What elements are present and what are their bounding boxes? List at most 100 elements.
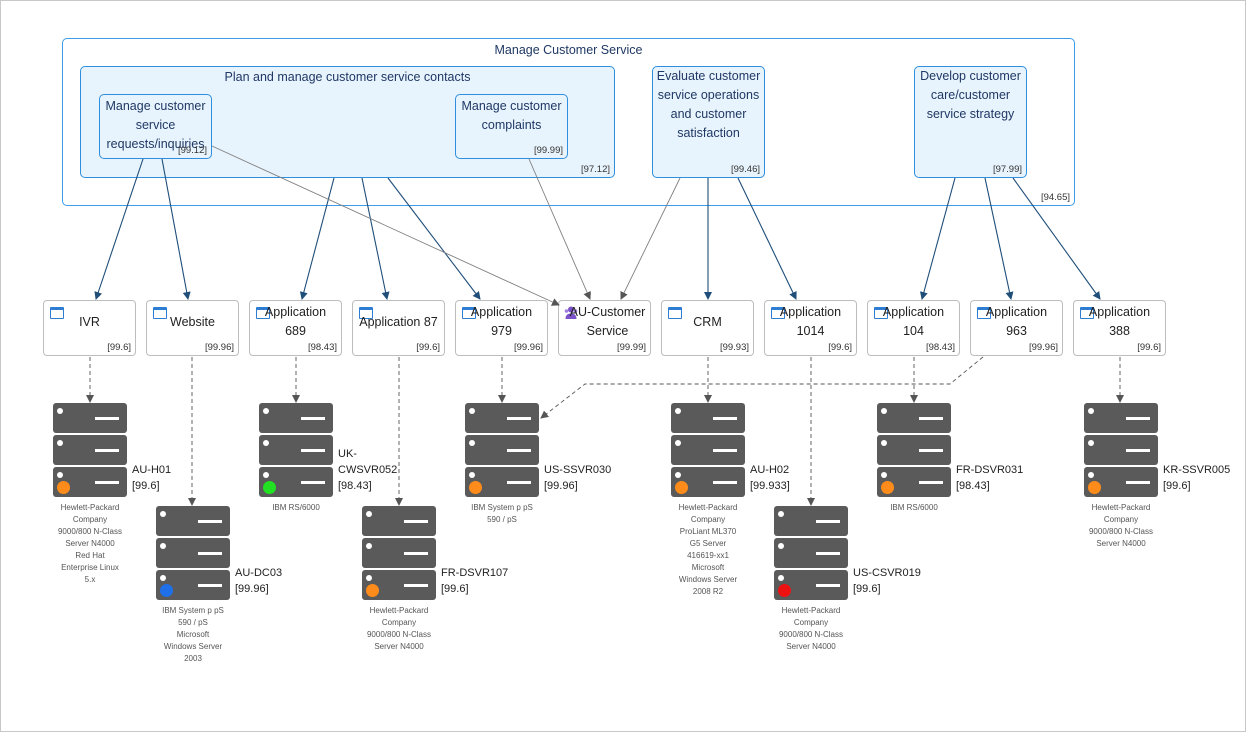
capability-manage-complaints[interactable]: Manage customer complaints [99.99]: [455, 94, 568, 159]
server-score: [99.6]: [441, 583, 469, 595]
server-description-line: Hewlett-Packard: [1091, 503, 1151, 512]
app-name: Application 388: [1088, 305, 1151, 338]
server-label: KR-SSVR005[99.6]: [1163, 462, 1230, 494]
server-description-line: Red Hat: [75, 551, 105, 560]
app-score: [99.6]: [416, 342, 440, 353]
server-name: US-CSVR019: [853, 567, 921, 579]
capability-title: Plan and manage customer service contact…: [224, 70, 471, 84]
window-icon: [1080, 307, 1094, 319]
server-description: IBM RS/6000: [869, 502, 959, 514]
server-description-line: ProLiant ML370: [679, 527, 737, 536]
app-application-388[interactable]: Application 388 [99.6]: [1073, 300, 1166, 356]
server-name: AU-DC03: [235, 567, 283, 579]
server-description-line: 5.x: [84, 575, 96, 584]
server-label: US-SSVR030[99.96]: [544, 462, 611, 494]
app-application-104[interactable]: Application 104 [98.43]: [867, 300, 960, 356]
app-application-963[interactable]: Application 963 [99.96]: [970, 300, 1063, 356]
server-unit: [774, 506, 848, 536]
capability-score: [99.12]: [177, 145, 207, 156]
status-indicator: [469, 481, 482, 494]
server-description-line: 9000/800 N-Class: [1088, 527, 1154, 536]
server-description-line: Hewlett-Packard: [369, 606, 429, 615]
server-description-line: Microsoft: [691, 563, 725, 572]
server-description-line: Windows Server: [678, 575, 738, 584]
capability-score: [94.65]: [1040, 192, 1070, 203]
capability-score: [97.99]: [992, 164, 1022, 175]
server-description-line: IBM RS/6000: [272, 503, 320, 512]
app-website[interactable]: Website [99.96]: [146, 300, 239, 356]
window-icon: [668, 307, 682, 319]
app-name: Application 963: [985, 305, 1048, 338]
server-description-line: Microsoft: [176, 630, 210, 639]
status-indicator: [366, 584, 379, 597]
window-icon: [359, 307, 373, 319]
server-unit: [53, 467, 127, 497]
capability-title: Manage Customer Service: [494, 43, 643, 57]
server-unit: [465, 435, 539, 465]
app-score: [98.43]: [925, 342, 955, 353]
window-icon: [153, 307, 167, 319]
app-crm[interactable]: CRM [99.93]: [661, 300, 754, 356]
server-unit: [1084, 435, 1158, 465]
server-unit: [362, 506, 436, 536]
app-application-1014[interactable]: Application 1014 [99.6]: [764, 300, 857, 356]
app-name: Application 87: [359, 314, 438, 329]
server-unit: [671, 435, 745, 465]
server-unit: [259, 403, 333, 433]
server-label: AU-H01[99.6]: [132, 462, 171, 494]
app-ivr[interactable]: IVR [99.6]: [43, 300, 136, 356]
server-unit: [1084, 467, 1158, 497]
capability-score: [99.46]: [730, 164, 760, 175]
server-unit: [156, 570, 230, 600]
server-description-line: Hewlett-Packard: [781, 606, 841, 615]
server-description-line: Windows Server: [163, 642, 223, 651]
app-name: Application 104: [882, 305, 945, 338]
window-icon: [977, 307, 991, 319]
server-unit: [156, 506, 230, 536]
server-description-line: G5 Server: [689, 539, 727, 548]
server-unit: [259, 467, 333, 497]
app-score: [99.6]: [1137, 342, 1161, 353]
capability-develop-strategy[interactable]: Develop customer care/customer service s…: [914, 66, 1027, 178]
capability-title: Manage customer complaints: [461, 99, 562, 132]
server-unit: [362, 538, 436, 568]
server-unit: [156, 538, 230, 568]
server-name: AU-H02: [750, 464, 790, 476]
app-name: Application 979: [470, 305, 533, 338]
server-description-line: Enterprise Linux: [61, 563, 119, 572]
app-au-customer-service[interactable]: AU-Customer Service [99.99]: [558, 300, 651, 356]
server-unit: [259, 435, 333, 465]
server-label: FR-DSVR107[99.6]: [441, 565, 508, 597]
server-description-line: Server N4000: [65, 539, 115, 548]
server-description-line: 9000/800 N-Class: [57, 527, 123, 536]
capability-manage-requests[interactable]: Manage customer service requests/inquiri…: [99, 94, 212, 159]
server-unit: [53, 403, 127, 433]
server-score: [99.6]: [853, 583, 881, 595]
capability-score: [99.99]: [533, 145, 563, 156]
server-name-line1: UK-: [338, 448, 357, 460]
capability-evaluate-operations[interactable]: Evaluate customer service operations and…: [652, 66, 765, 178]
server-name: US-SSVR030: [544, 464, 612, 476]
server-description-line: Company: [1103, 515, 1139, 524]
app-application-689[interactable]: Application 689 [98.43]: [249, 300, 342, 356]
app-application-87[interactable]: Application 87 [99.6]: [352, 300, 445, 356]
window-icon: [256, 307, 270, 319]
app-score: [99.93]: [719, 342, 749, 353]
server-score: [99.6]: [132, 480, 160, 492]
app-score: [99.96]: [204, 342, 234, 353]
server-description-line: IBM RS/6000: [890, 503, 938, 512]
server-description-line: 2003: [184, 654, 202, 663]
server-score: [99.6]: [1163, 480, 1191, 492]
server-score: [98.43]: [338, 480, 372, 492]
app-application-979[interactable]: Application 979 [99.96]: [455, 300, 548, 356]
server-label: AU-DC03[99.96]: [235, 565, 282, 597]
server-description-line: Company: [793, 618, 829, 627]
server-unit: [465, 403, 539, 433]
server-description-line: 2008 R2: [692, 587, 724, 596]
app-name: Website: [170, 314, 215, 329]
